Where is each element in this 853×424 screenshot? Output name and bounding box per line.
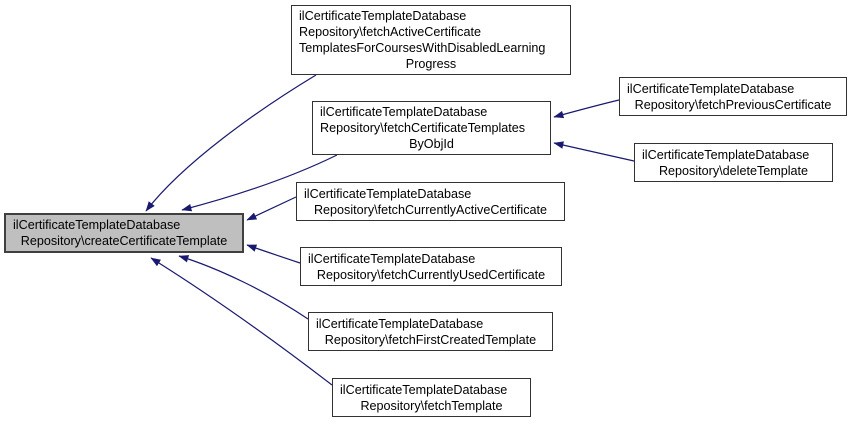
- node-label-line: Repository\fetchFirstCreatedTemplate: [324, 332, 537, 347]
- node-label-line: TemplatesForCoursesWithDisabledLearning: [299, 41, 546, 55]
- node-label-line: ilCertificateTemplateDatabase: [13, 218, 181, 232]
- node-label-line: Repository\fetchCertificateTemplates: [320, 121, 526, 135]
- node-label-line: ilCertificateTemplateDatabase: [340, 382, 508, 397]
- node-deleteTemplate[interactable]: ilCertificateTemplateDatabase Repository…: [634, 143, 833, 182]
- edge-fetchTemplate-to-createCertificateTemplate: [150, 257, 333, 386]
- node-label-line: ilCertificateTemplateDatabase: [316, 316, 484, 331]
- node-label-line: Repository\fetchCurrentlyActiveCertifica…: [313, 202, 548, 217]
- node-label-line: Repository\createCertificateTemplate: [20, 234, 228, 248]
- edge-fetchCurrentlyUsedCertificate-to-createCertificateTemplate: [246, 244, 301, 264]
- node-label-line: Repository\fetchPreviousCertificate: [634, 97, 832, 112]
- edge-deleteTemplate-to-fetchCertificateTemplatesByObjId: [553, 141, 635, 162]
- node-fetchFirstCreatedTemplate[interactable]: ilCertificateTemplateDatabase Repository…: [308, 312, 553, 351]
- node-label-line: ilCertificateTemplateDatabase: [299, 9, 467, 23]
- edge-fetchPreviousCertificate-to-fetchCertificateTemplatesByObjId: [553, 99, 620, 119]
- node-label-line: Repository\fetchActiveCertificate: [299, 25, 481, 39]
- edge-fetchActiveCertificateTemplates-to-createCertificateTemplate: [145, 74, 317, 212]
- node-fetchCurrentlyActiveCertificate[interactable]: ilCertificateTemplateDatabase Repository…: [296, 182, 565, 221]
- node-label-line: ilCertificateTemplateDatabase: [304, 186, 472, 201]
- node-label-line: Repository\deleteTemplate: [658, 163, 809, 178]
- node-label-line: ilCertificateTemplateDatabase: [308, 251, 476, 266]
- node-label-line: ilCertificateTemplateDatabase: [642, 147, 810, 162]
- node-label-line: ilCertificateTemplateDatabase: [320, 105, 488, 119]
- node-label-line: Repository\fetchTemplate: [360, 398, 503, 413]
- node-label-line: Repository\fetchCurrentlyUsedCertificate: [316, 267, 546, 282]
- edge-fetchCertificateTemplatesByObjId-to-createCertificateTemplate: [181, 154, 338, 212]
- node-fetchActiveCertificateTemplatesForCoursesWithDisabledLearningProgress[interactable]: ilCertificateTemplateDatabase Repository…: [291, 5, 571, 75]
- edge-fetchFirstCreatedTemplate-to-createCertificateTemplate: [178, 255, 309, 320]
- node-fetchPreviousCertificate[interactable]: ilCertificateTemplateDatabase Repository…: [619, 77, 847, 116]
- node-createCertificateTemplate[interactable]: ilCertificateTemplateDatabase Repository…: [4, 213, 244, 253]
- node-label-line: Progress: [405, 57, 457, 71]
- node-fetchCertificateTemplatesByObjId[interactable]: ilCertificateTemplateDatabase Repository…: [312, 101, 551, 155]
- node-label-line: ByObjId: [409, 137, 454, 151]
- node-fetchTemplate[interactable]: ilCertificateTemplateDatabase Repository…: [332, 378, 531, 417]
- node-fetchCurrentlyUsedCertificate[interactable]: ilCertificateTemplateDatabase Repository…: [300, 247, 562, 286]
- edge-fetchCurrentlyActiveCertificate-to-createCertificateTemplate: [246, 196, 297, 221]
- node-label-line: ilCertificateTemplateDatabase: [627, 81, 795, 96]
